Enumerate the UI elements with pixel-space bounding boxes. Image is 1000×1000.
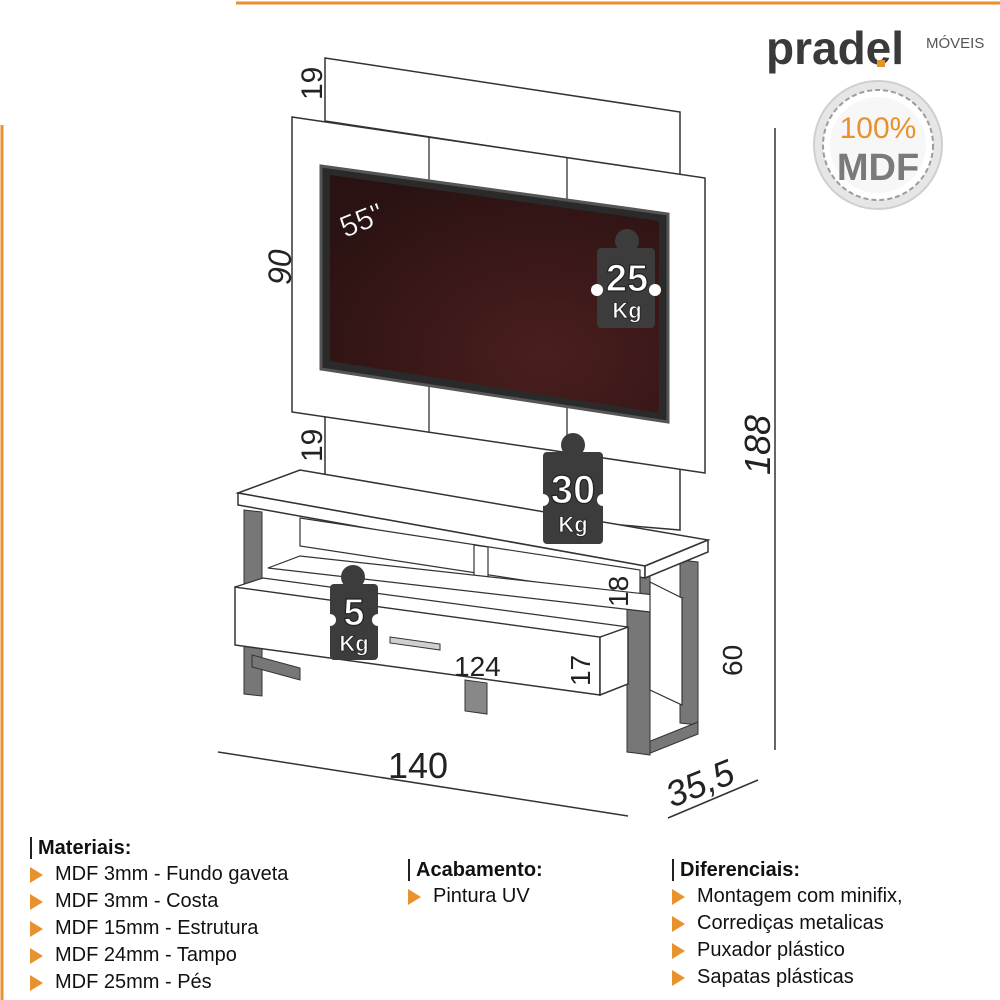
dim-top-panel: 19 xyxy=(296,67,329,100)
list-item: MDF 3mm - Fundo gaveta xyxy=(30,861,288,888)
dim-panel-height: 90 xyxy=(262,249,298,285)
materials-heading: Materiais: xyxy=(30,835,288,861)
list-item: Pintura UV xyxy=(408,883,543,910)
list-item: MDF 24mm - Tampo xyxy=(30,942,288,969)
drawer-handle xyxy=(389,636,441,651)
finish-title: Acabamento: xyxy=(416,858,543,881)
weight-unit-tv: Kg xyxy=(612,298,641,323)
bullet-arrow-icon xyxy=(30,947,43,964)
features-heading: Diferenciais: xyxy=(672,857,903,883)
seal-mdf: MDF xyxy=(837,147,919,189)
weight-unit-drawer: Kg xyxy=(339,631,368,656)
width-dimension-line xyxy=(217,751,629,817)
weight-value-top: 30 xyxy=(551,468,596,512)
rack xyxy=(234,469,711,756)
brand-subtitle: MÓVEIS xyxy=(926,35,984,52)
weight-unit-top: Kg xyxy=(558,512,587,537)
bullet-arrow-icon xyxy=(672,969,685,986)
list-item: Corrediças metalicas xyxy=(672,910,903,937)
mdf-seal: 100% MDF xyxy=(813,80,943,210)
weight-badge-top: 30 Kg xyxy=(537,433,609,544)
dim-depth: 35,5 xyxy=(660,751,741,816)
finish-heading: Acabamento: xyxy=(408,857,543,883)
weight-badge-drawer: 5 Kg xyxy=(324,565,384,660)
bullet-arrow-icon xyxy=(672,942,685,959)
television: 55" xyxy=(319,164,670,424)
list-item: Puxador plástico xyxy=(672,937,903,964)
list-item: MDF 3mm - Costa xyxy=(30,888,288,915)
dim-shelf: 18 xyxy=(603,576,634,607)
depth-dimension-line xyxy=(667,779,759,819)
dim-total-height: 188 xyxy=(737,415,778,475)
list-item: Montagem com minifix, xyxy=(672,883,903,910)
dim-drawer-width: 124 xyxy=(454,651,501,682)
bullet-arrow-icon xyxy=(30,920,43,937)
bullet-arrow-icon xyxy=(408,888,421,905)
list-item: Sapatas plásticas xyxy=(672,964,903,991)
materials-list: MDF 3mm - Fundo gaveta MDF 3mm - Costa M… xyxy=(30,861,288,996)
list-item: MDF 15mm - Estrutura xyxy=(30,915,288,942)
weight-value-tv: 25 xyxy=(606,258,648,300)
brand-logo: pradel MÓVEIS xyxy=(766,22,984,74)
bullet-arrow-icon xyxy=(30,974,43,991)
list-item: MDF 25mm - Pés xyxy=(30,969,288,996)
dim-lower-panel: 19 xyxy=(296,429,329,462)
dim-rack-height: 60 xyxy=(717,645,748,676)
materials-section: Materiais: MDF 3mm - Fundo gaveta MDF 3m… xyxy=(30,835,288,996)
features-section: Diferenciais: Montagem com minifix, Corr… xyxy=(672,857,903,991)
weight-badge-tv: 25 Kg xyxy=(591,229,661,328)
seal-percent: 100% xyxy=(840,112,917,145)
bullet-arrow-icon xyxy=(30,893,43,910)
features-list: Montagem com minifix, Corrediças metalic… xyxy=(672,883,903,991)
brand-dot xyxy=(877,60,885,67)
dim-width: 140 xyxy=(388,745,448,786)
features-title: Diferenciais: xyxy=(680,858,801,881)
bullet-arrow-icon xyxy=(30,866,43,883)
bullet-arrow-icon xyxy=(672,915,685,932)
dim-drawer-height: 17 xyxy=(565,655,596,686)
materials-title: Materiais: xyxy=(38,836,132,859)
finish-section: Acabamento: Pintura UV xyxy=(408,857,543,910)
bullet-arrow-icon xyxy=(672,888,685,905)
finish-list: Pintura UV xyxy=(408,883,543,910)
weight-value-drawer: 5 xyxy=(343,592,364,634)
